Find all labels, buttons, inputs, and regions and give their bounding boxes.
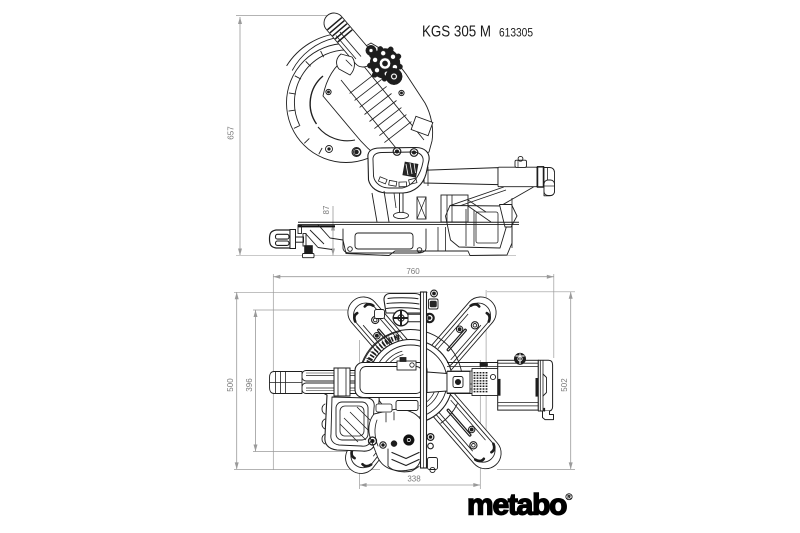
svg-text:500: 500 [226,378,235,392]
svg-text:KGS 305 M: KGS 305 M [422,24,491,41]
svg-text:338: 338 [407,475,421,484]
svg-text:metabo: metabo [467,489,567,522]
svg-text:613305: 613305 [499,26,533,40]
svg-text:657: 657 [227,126,236,140]
svg-text:®: ® [566,492,573,503]
svg-text:502: 502 [560,378,569,392]
svg-text:87: 87 [322,205,331,214]
svg-text:760: 760 [406,267,420,276]
svg-text:396: 396 [245,378,254,392]
